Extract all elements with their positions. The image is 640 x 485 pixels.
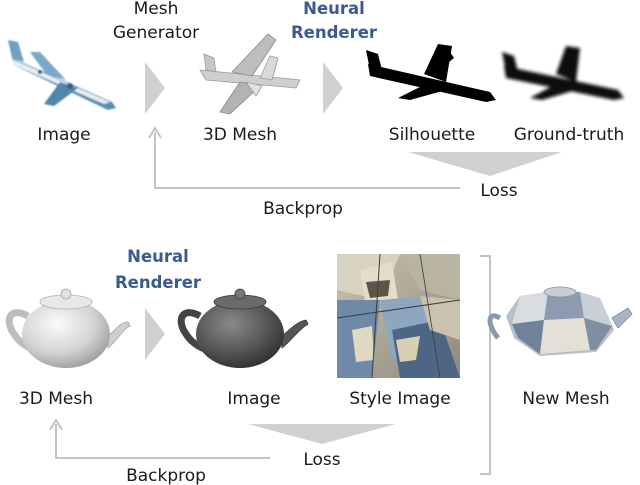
mesh-generator-label-line1: Mesh [134,0,179,19]
forward-arrow-icon [145,308,165,360]
image-label: Image [37,125,90,145]
silhouette-label: Silhouette [389,125,475,145]
airplane-ground-truth-icon [502,46,624,100]
neural-renderer-label-line1: Neural [127,247,189,266]
neural-renderer-label-line1: Neural [303,0,365,18]
backprop-line [154,132,460,189]
forward-arrow-icon [323,62,343,114]
forward-arrow-icon [145,62,165,114]
backprop-line [55,424,270,459]
airplane-silhouette-icon [366,44,496,102]
styled-teapot-icon [487,286,633,356]
image-label: Image [227,389,280,409]
teapot-render-icon [177,288,309,368]
new-mesh-label: New Mesh [522,389,609,409]
3d-mesh-label: 3D Mesh [19,389,93,409]
bracket-line [480,255,491,475]
loss-label: Loss [303,450,340,470]
style-image-label: Style Image [349,389,450,409]
backprop-arrowhead-icon [49,418,63,431]
neural-renderer-label-line2: Renderer [115,273,202,292]
backprop-label: Backprop [263,199,343,219]
loss-label: Loss [480,181,517,201]
airplane-photo-icon [8,40,116,110]
ground-truth-label: Ground-truth [514,125,625,145]
mesh-generator-label-line2: Generator [113,23,199,43]
airplane-mesh-icon [199,33,301,115]
backprop-label: Backprop [126,466,206,485]
loss-merge-arrow-icon [248,424,396,444]
teapot-mesh-icon [5,288,131,368]
neural-renderer-label-line2: Renderer [291,23,378,42]
backprop-arrowhead-icon [148,126,162,139]
loss-merge-arrow-icon [408,152,562,176]
cubist-painting-icon [336,253,461,379]
3d-mesh-label: 3D Mesh [203,125,277,145]
